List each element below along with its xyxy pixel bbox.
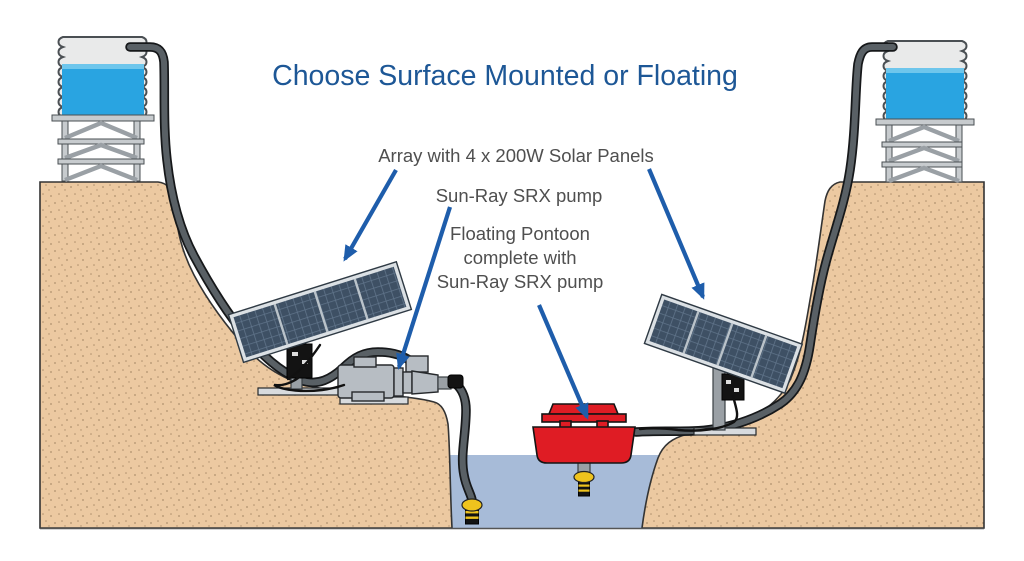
right-solar-array: [643, 293, 804, 436]
solar-panel: [227, 260, 413, 364]
pump-inlet: [405, 355, 429, 373]
tank-water-highlight: [62, 64, 144, 69]
arrow-to-left-array: [343, 168, 398, 262]
arrow-to-surface-pump: [396, 206, 453, 370]
pond-water: [446, 455, 661, 528]
pump-elbow: [447, 374, 464, 389]
pump-foot: [351, 391, 385, 402]
svg-text:Floating Pontoon: Floating Pontoon: [450, 223, 590, 244]
pump-cone: [411, 370, 439, 395]
pontoon-body: [532, 426, 636, 464]
tank-water-highlight: [886, 68, 964, 73]
page-title: Choose Surface Mounted or Floating: [272, 60, 738, 92]
suction-pipe: [451, 379, 477, 505]
power-cable-right: [638, 394, 739, 432]
tank-water: [886, 68, 964, 119]
tank-stand: [875, 118, 975, 184]
power-cable-left: [273, 343, 346, 393]
arrow-to-right-array: [647, 168, 705, 300]
svg-text:complete with: complete with: [463, 247, 576, 268]
svg-text:Sun-Ray SRX pump: Sun-Ray SRX pump: [437, 271, 604, 292]
tank-stand: [51, 114, 155, 183]
surface-pump: [337, 355, 464, 405]
label-array: Array with 4 x 200W Solar Panels: [378, 145, 654, 166]
left-solar-array: [227, 260, 413, 396]
pump-strainer: [461, 498, 483, 525]
arrow-to-pontoon: [537, 304, 589, 420]
label-surface-pump: Sun-Ray SRX pump: [436, 185, 603, 206]
tank-water: [62, 64, 144, 115]
right-water-tank: [875, 40, 975, 184]
left-water-tank: [51, 36, 155, 183]
solar-panel: [643, 293, 804, 395]
pump-top-tab: [353, 356, 377, 368]
label-floating-pontoon: Floating Pontoon complete with Sun-Ray S…: [437, 223, 604, 292]
